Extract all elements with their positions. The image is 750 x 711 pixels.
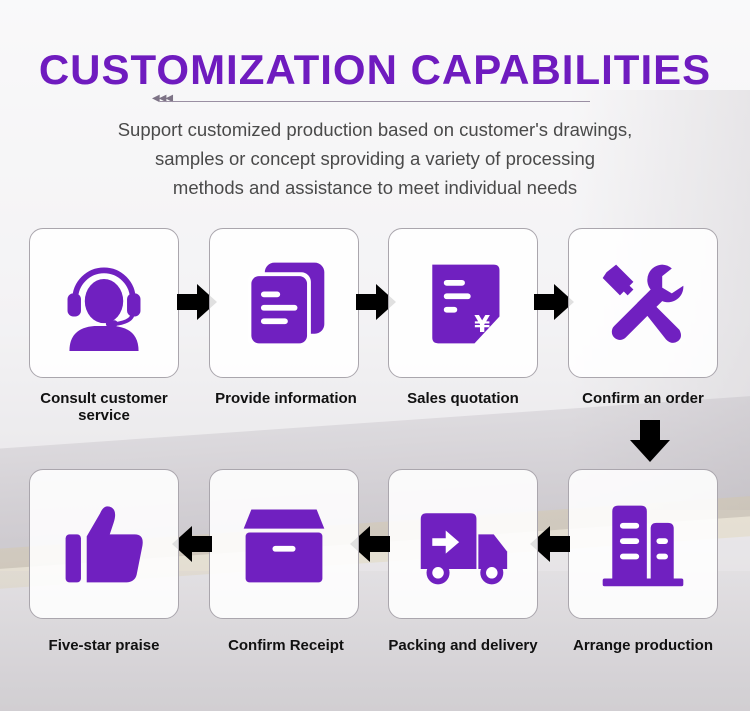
step-label: Arrange production xyxy=(572,637,713,654)
step-card-delivery xyxy=(388,469,538,619)
subtitle-line: samples or concept sproviding a variety … xyxy=(154,148,596,169)
arrow-left-icon xyxy=(530,526,570,562)
rule-arrows-decoration: ◀◀◀ xyxy=(152,93,173,104)
step-label: Provide information xyxy=(215,390,357,407)
step-label: Sales quotation xyxy=(407,390,519,407)
package-box-icon xyxy=(243,509,325,583)
step-card-praise xyxy=(29,469,179,619)
step-card-production xyxy=(568,469,718,619)
step-label: Packing and delivery xyxy=(388,637,538,654)
tools-icon xyxy=(602,264,684,343)
arrow-left-icon xyxy=(350,526,390,562)
svg-text:¥: ¥ xyxy=(474,312,490,338)
step-card-order xyxy=(568,228,718,378)
factory-buildings-icon xyxy=(602,505,684,587)
subtitle-line: methods and assistance to meet individua… xyxy=(172,177,578,198)
arrow-right-icon xyxy=(177,284,217,320)
step-card-information xyxy=(209,228,359,378)
step-card-quotation: ¥ xyxy=(388,228,538,378)
quotation-yen-icon: ¥ xyxy=(432,264,500,344)
step-card-consult xyxy=(29,228,179,378)
step-label: Confirm Receipt xyxy=(228,637,344,654)
arrow-down-icon xyxy=(630,420,670,462)
arrow-right-icon xyxy=(534,284,574,320)
step-label: Consult customer service xyxy=(40,390,168,424)
step-label: Five-star praise xyxy=(48,637,160,654)
thumbs-up-icon xyxy=(65,506,143,583)
title-divider xyxy=(160,101,590,102)
delivery-truck-icon xyxy=(420,513,508,585)
page-title: CUSTOMIZATION CAPABILITIES xyxy=(38,46,712,93)
headset-support-icon xyxy=(67,267,141,351)
subtitle: Support customized production based on c… xyxy=(60,115,690,202)
documents-icon xyxy=(247,262,325,348)
step-label: Confirm an order xyxy=(582,390,704,407)
subtitle-line: Support customized production based on c… xyxy=(117,119,633,140)
step-card-receipt xyxy=(209,469,359,619)
arrow-right-icon xyxy=(356,284,396,320)
arrow-left-icon xyxy=(172,526,212,562)
